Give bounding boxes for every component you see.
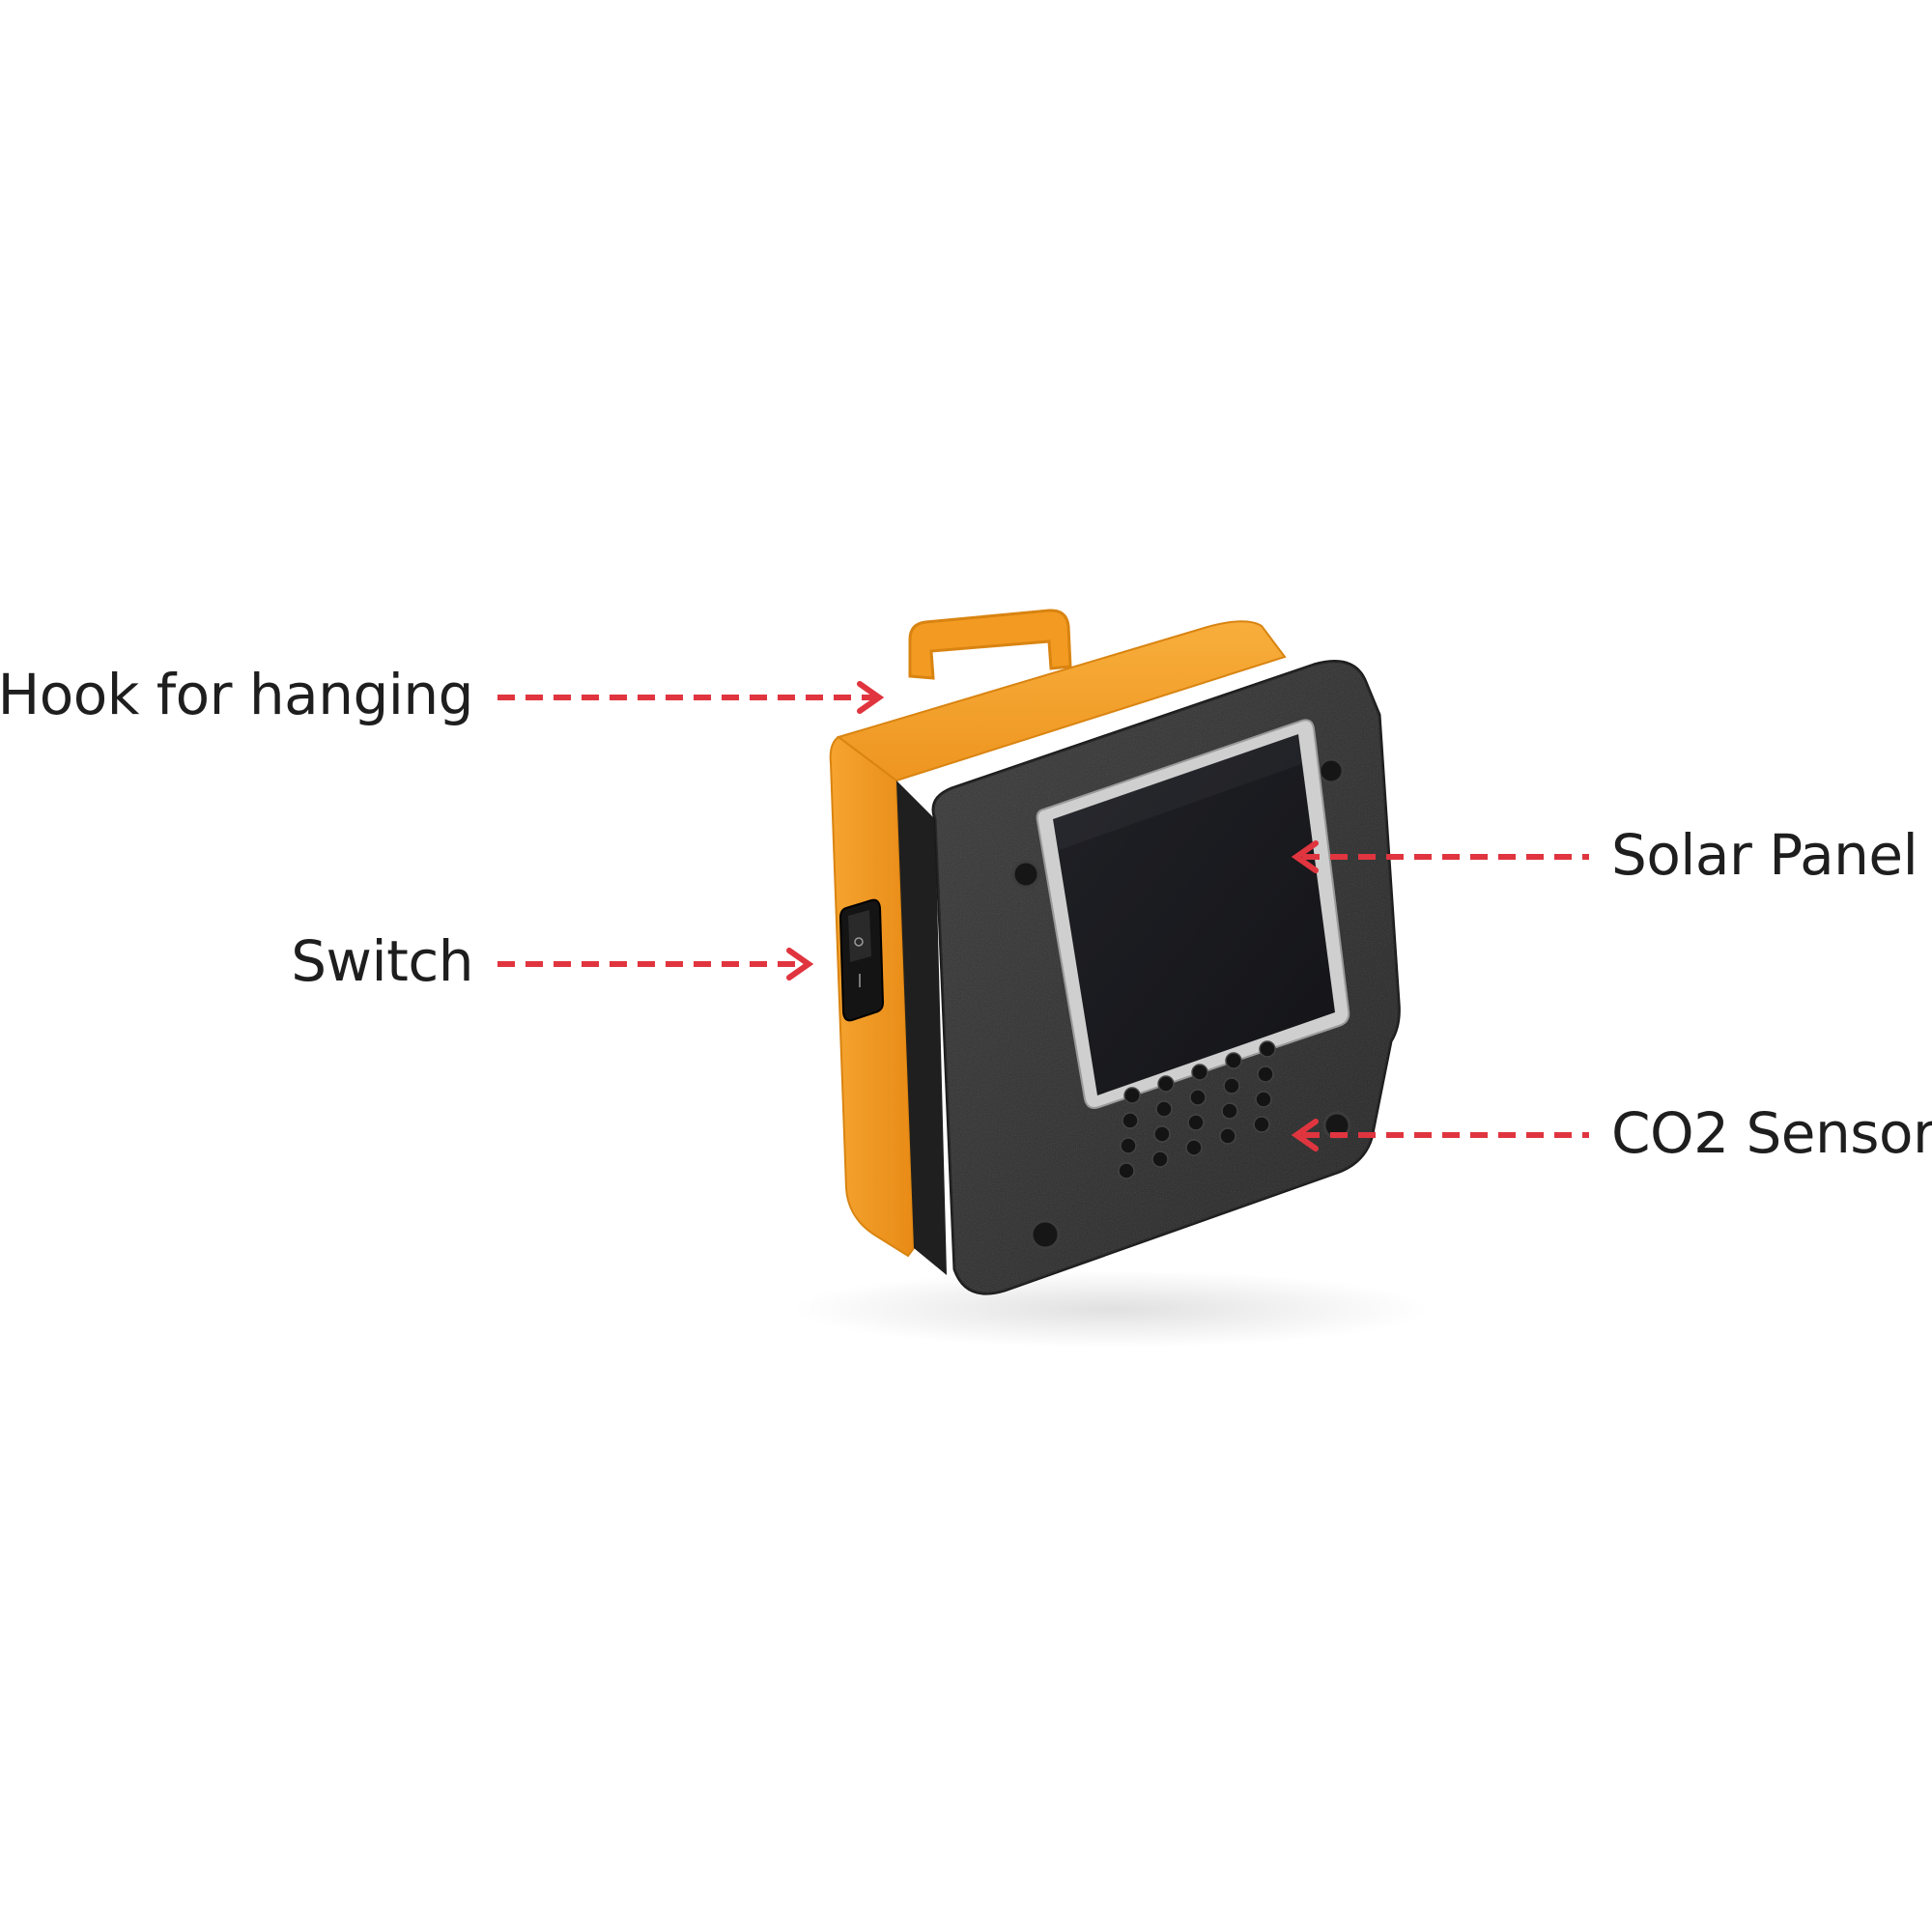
vent-hole	[1118, 1162, 1135, 1179]
vent-hole	[1157, 1075, 1175, 1093]
co2-sensor-vents	[1118, 1040, 1276, 1179]
vent-hole	[1189, 1089, 1207, 1106]
power-switch	[838, 898, 885, 1022]
hook-label: Hook for hanging	[0, 662, 474, 727]
solar-panel-label: Solar Panel	[1611, 822, 1918, 888]
vent-hole	[1185, 1139, 1203, 1156]
switch-arrowhead	[786, 948, 814, 980]
vent-hole	[1223, 1077, 1240, 1094]
hanging-hook	[908, 609, 1072, 680]
case-top	[836, 620, 1287, 782]
vent-hole	[1123, 1087, 1141, 1104]
device-shadow	[792, 1270, 1430, 1348]
vent-hole	[1120, 1137, 1137, 1154]
co2-sensor-label: CO2 Sensor	[1611, 1100, 1932, 1166]
vent-hole	[1219, 1127, 1236, 1145]
vent-hole	[1221, 1102, 1238, 1120]
vent-hole	[1255, 1091, 1272, 1108]
vent-hole	[1155, 1100, 1173, 1118]
solar-arrowhead	[1291, 840, 1319, 873]
vent-hole	[1153, 1125, 1171, 1143]
vent-hole	[1259, 1040, 1276, 1058]
callout-arrows	[497, 681, 1589, 1151]
vent-hole	[1257, 1065, 1274, 1083]
vent-hole	[1191, 1064, 1208, 1081]
switch-label: Switch	[291, 928, 473, 994]
vent-hole	[1122, 1112, 1139, 1129]
faceplate-rim	[896, 781, 947, 1275]
co2-arrowhead	[1291, 1119, 1319, 1151]
vent-hole	[1225, 1052, 1242, 1069]
solar-panel	[1036, 719, 1350, 1109]
vent-hole	[1187, 1114, 1205, 1131]
vent-hole	[1253, 1116, 1270, 1133]
vent-hole	[1151, 1151, 1169, 1168]
hook-arrowhead	[857, 681, 885, 714]
